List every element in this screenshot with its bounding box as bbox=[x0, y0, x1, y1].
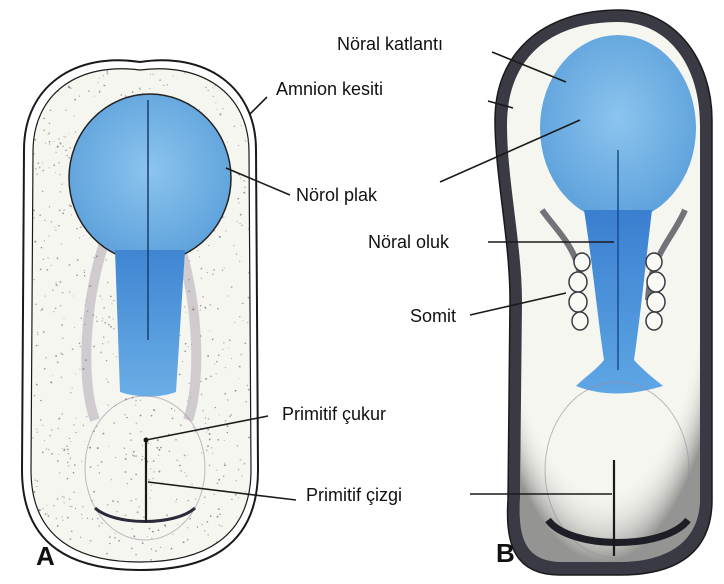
label-norol-plak: Nörol plak bbox=[296, 186, 377, 204]
neural-plate-head-a bbox=[69, 94, 231, 262]
panel-label-a: A bbox=[36, 543, 55, 569]
embryo-b bbox=[495, 10, 712, 575]
label-primitif-cizgi: Primitif çizgi bbox=[306, 486, 402, 504]
label-somit: Somit bbox=[410, 307, 456, 325]
label-primitif-cukur: Primitif çukur bbox=[282, 405, 386, 423]
label-noral-oluk: Nöral oluk bbox=[368, 233, 449, 251]
leader-amnion-kesiti-a bbox=[250, 97, 267, 114]
neural-plate-stem-a bbox=[115, 250, 185, 397]
label-amnion-kesiti: Amnion kesiti bbox=[276, 80, 383, 98]
label-noral-katlanti: Nöral katlantı bbox=[337, 35, 443, 53]
panel-label-b: B bbox=[496, 540, 515, 566]
